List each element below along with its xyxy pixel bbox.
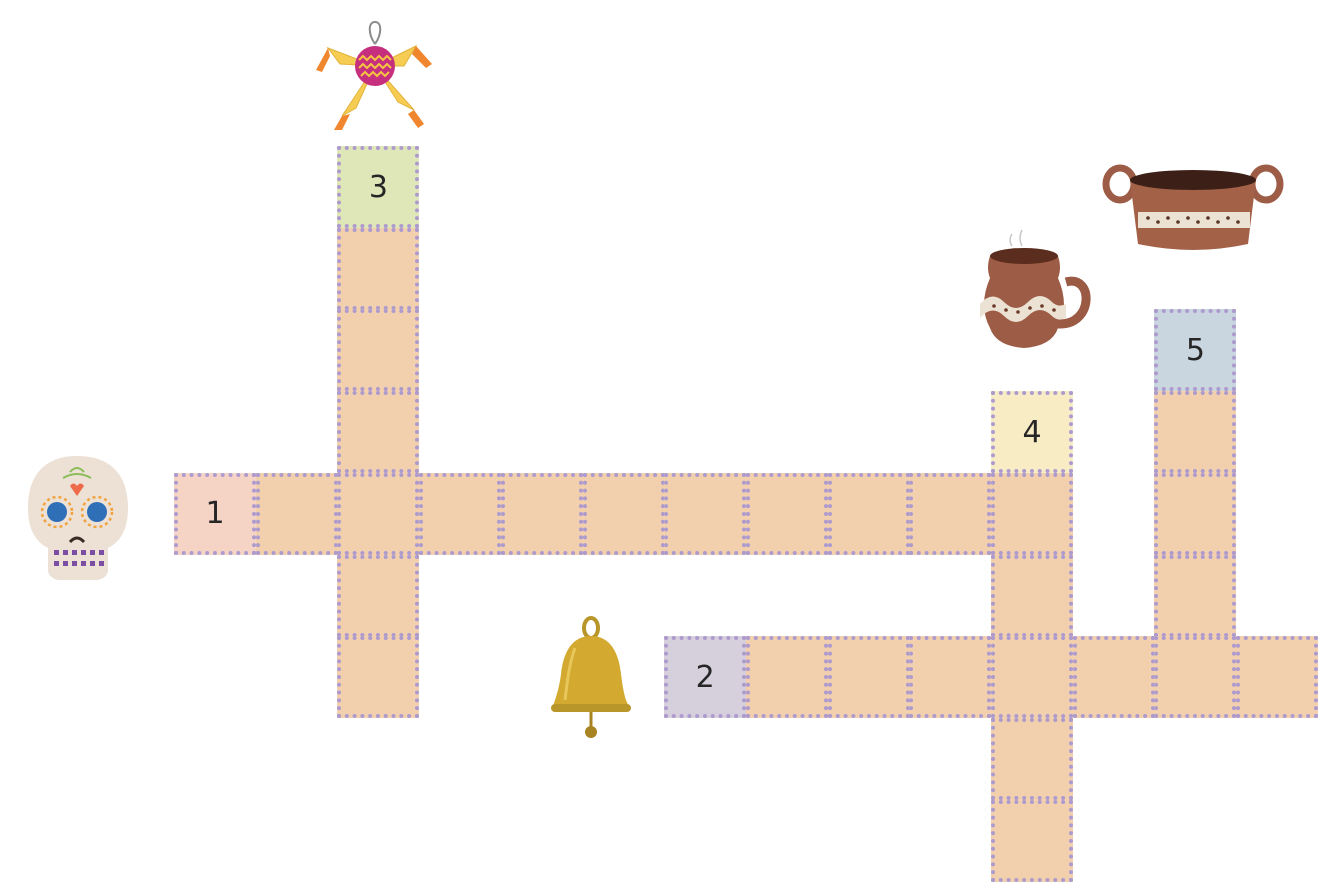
pinata-icon [306, 10, 444, 134]
crossword-cell[interactable] [419, 473, 501, 555]
crossword-cell[interactable] [664, 473, 746, 555]
crossword-cell[interactable] [337, 473, 419, 555]
crossword-cell[interactable] [991, 800, 1073, 882]
crossword-cell[interactable] [991, 555, 1073, 637]
crossword-cell[interactable] [828, 473, 910, 555]
clue-cell-2[interactable]: 2 [664, 636, 746, 718]
clay-pot-icon [1098, 140, 1288, 278]
crossword-cell[interactable] [909, 473, 991, 555]
crossword-cell[interactable] [828, 636, 910, 718]
clue-number: 2 [696, 660, 715, 695]
crossword-cell[interactable] [501, 473, 583, 555]
crossword-cell[interactable] [991, 473, 1073, 555]
clue-number: 5 [1186, 333, 1205, 368]
crossword-cell[interactable] [991, 636, 1073, 718]
clue-cell-5[interactable]: 5 [1154, 309, 1236, 391]
crossword-cell[interactable] [1154, 636, 1236, 718]
clue-number: 4 [1022, 415, 1041, 450]
crossword-cell[interactable] [909, 636, 991, 718]
crossword-cell[interactable] [337, 309, 419, 391]
clue-cell-1[interactable]: 1 [174, 473, 256, 555]
crossword-cell[interactable] [337, 228, 419, 310]
crossword-cell[interactable] [1154, 555, 1236, 637]
clay-mug-icon [966, 222, 1102, 360]
crossword-cell[interactable] [1154, 391, 1236, 473]
crossword-cell[interactable] [337, 636, 419, 718]
crossword-cell[interactable] [1236, 636, 1318, 718]
clue-number: 1 [205, 496, 224, 531]
crossword-cell[interactable] [337, 391, 419, 473]
crossword-cell[interactable] [746, 473, 828, 555]
crossword-cell[interactable] [1073, 636, 1155, 718]
crossword-cell[interactable] [1154, 473, 1236, 555]
clue-cell-3[interactable]: 3 [337, 146, 419, 228]
crossword-cell[interactable] [583, 473, 665, 555]
crossword-cell[interactable] [337, 555, 419, 637]
crossword-cell[interactable] [256, 473, 338, 555]
clue-number: 3 [369, 170, 388, 205]
crossword-cell[interactable] [746, 636, 828, 718]
crossword-cell[interactable] [991, 718, 1073, 800]
clue-cell-4[interactable]: 4 [991, 391, 1073, 473]
bell-icon [497, 604, 633, 746]
sugar-skull-icon [8, 446, 146, 586]
